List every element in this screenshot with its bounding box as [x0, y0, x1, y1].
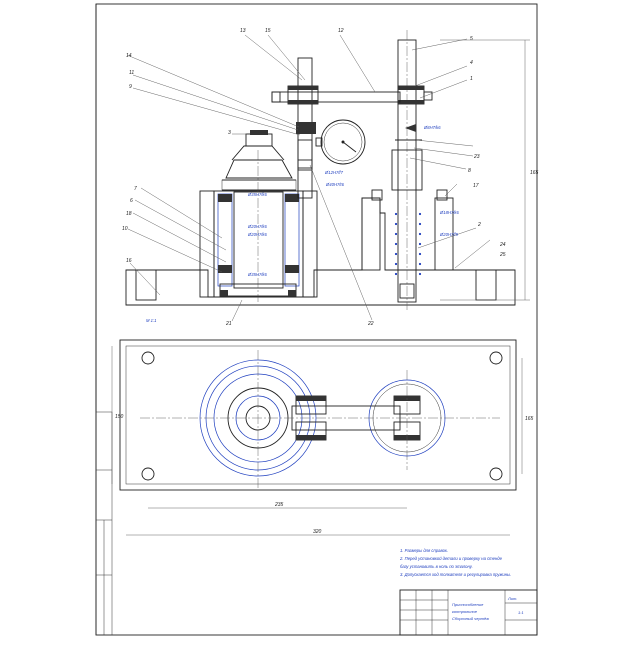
callout-25: 25 [499, 252, 506, 258]
title-stamp: Лит. [507, 596, 517, 601]
fit-bottom: Ø35H7/k6 [247, 272, 268, 277]
dim-side: 165 [530, 170, 539, 176]
callout-14: 14 [126, 53, 132, 59]
title-name-2: контрольное [452, 609, 478, 614]
title-name-3: Сборочный чертёж [452, 616, 489, 621]
dim-150: 150 [115, 414, 124, 420]
fit-base: Ø18H7/k6 [439, 210, 460, 215]
title-name-1: Приспособление [452, 602, 484, 607]
callout-22: 22 [367, 321, 374, 327]
callout-9: 9 [129, 84, 132, 90]
tech-req-4: 3. Допускается ход толкателя и регулиров… [400, 572, 511, 577]
callout-21: 21 [225, 321, 232, 327]
tech-req-1: 1. Размеры для справок. [400, 548, 448, 553]
tech-req-3: базу установить в ноль по эталону. [400, 564, 473, 569]
tech-req-2: 2. Перед установкой детали и проверку на… [399, 556, 503, 561]
fit-bore: Ø40H7/t6 [325, 182, 345, 187]
fit-middle: Ø20H7/k6 [247, 224, 268, 229]
title-block [399, 589, 538, 636]
fit-middle-b: Ø20H7/k6 [247, 232, 268, 237]
title-scale: 1:1 [518, 610, 524, 615]
fit-spring: Ø20H7/f9 [439, 232, 459, 237]
technical-requirements: 1. Размеры для справок. 2. Перед установ… [399, 548, 511, 577]
callout-4: 4 [470, 60, 473, 66]
callout-7: 7 [134, 186, 137, 192]
fit-top: Ø35H7/k6 [247, 192, 268, 197]
left-column-wall-a [199, 190, 215, 298]
callout-5: 5 [470, 36, 473, 42]
callout-10: 10 [122, 226, 128, 232]
callout-2: 2 [477, 222, 481, 228]
leader-lines [126, 34, 491, 322]
callout-6: 6 [130, 198, 133, 204]
dim-165: 165 [525, 416, 534, 422]
dim-235: 235 [274, 502, 284, 508]
plan-view [111, 339, 523, 536]
callout-17: 17 [473, 183, 479, 189]
callout-15: 15 [265, 28, 271, 34]
callout-12: 12 [338, 28, 344, 34]
callout-3-left: 3 [228, 130, 231, 136]
callout-8: 8 [468, 168, 471, 174]
fit-gauge: Ø12H7/f7 [324, 170, 344, 175]
callout-23: 23 [473, 154, 480, 160]
left-margin-strip [95, 411, 113, 636]
view-scale: M 1:1 [146, 318, 156, 323]
callout-16: 16 [126, 258, 132, 264]
callout-18: 18 [126, 211, 132, 217]
fit-pin: Ø8H7/k6 [423, 125, 441, 130]
sheet-border [95, 3, 538, 636]
callout-11: 11 [129, 70, 134, 76]
spring-coils [394, 212, 422, 276]
callout-1: 1 [470, 76, 473, 82]
conical-part [225, 159, 293, 179]
callout-24: 24 [499, 242, 506, 248]
dim-320: 320 [313, 529, 322, 535]
callout-13: 13 [240, 28, 246, 34]
dial-indicator [320, 119, 366, 165]
left-column-wall-b [302, 190, 318, 298]
base-plate-plan [119, 339, 517, 491]
front-section-view [125, 30, 530, 310]
